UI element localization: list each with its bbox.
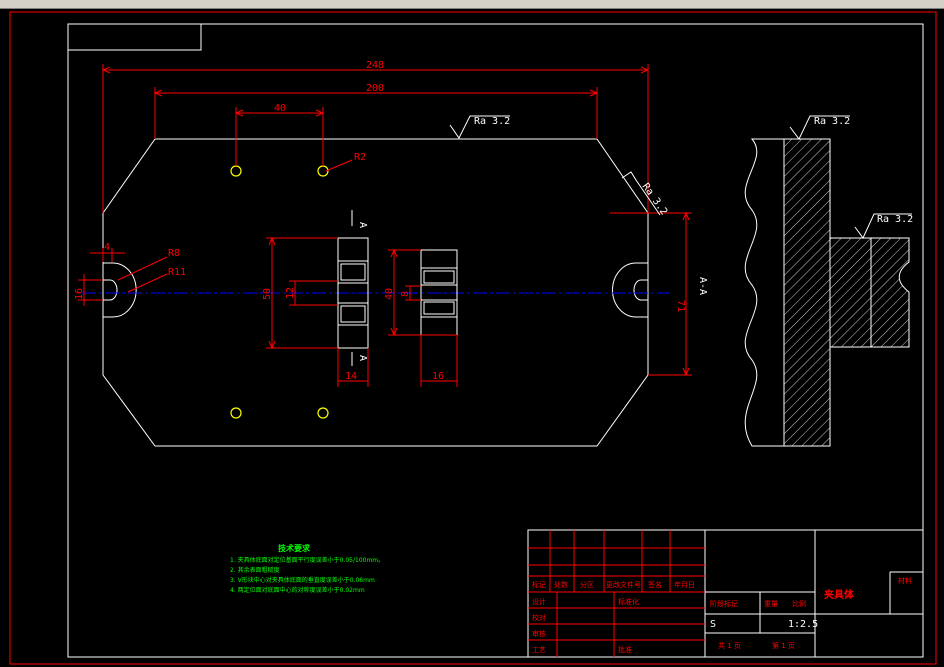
tech-note-line: 2. 其余表面粗糙度: [230, 567, 280, 574]
tb-role-2: 审核: [532, 629, 546, 638]
tb-header-1: 处数: [554, 580, 568, 589]
holes: [230, 165, 329, 419]
tb-stage-mark: S: [710, 619, 716, 630]
dim-16-left: 16: [74, 288, 85, 300]
sheet-border: [9, 11, 937, 665]
tb-role-0: 设计: [532, 597, 546, 606]
dim-8: 8: [400, 291, 411, 297]
roughness-symbols: [449, 115, 912, 239]
dim-50: 50: [262, 288, 273, 300]
roughness-section-top: Ra 3.2: [814, 116, 850, 127]
roughness-right: Ra 3.2: [640, 181, 670, 217]
tb-material-label: 材料: [898, 576, 912, 585]
tech-note-line: 1. 夹具体底面对定位基面平行度误差小于0.05/100mm。: [230, 557, 385, 564]
dim-248: 248: [366, 60, 384, 71]
tb-sheet-no: 第 1 页: [772, 641, 795, 650]
tb-sheet-total: 共 1 页: [718, 641, 741, 650]
dimension-lines: [78, 64, 692, 387]
section-label-bottom: A: [357, 355, 368, 361]
tb-header-3: 更改文件号: [606, 580, 641, 589]
tb-drawing-name: 夹具体: [824, 588, 855, 601]
hole-top-left: [230, 165, 242, 177]
dim-71: 71: [675, 300, 686, 312]
tb-standardize: 标准化: [618, 597, 639, 606]
roughness-top: Ra 3.2: [474, 116, 510, 127]
section-label-top: A: [357, 222, 368, 228]
tech-note-line: 3. V形块中心对夹具体底面的垂直度误差小于0.06mm: [230, 577, 375, 584]
technical-requirements: 技术要求 1. 夹具体底面对定位基面平行度误差小于0.05/100mm。 2. …: [230, 543, 430, 596]
roughness-section-step: Ra 3.2: [877, 214, 913, 225]
right-u-notch: [612, 262, 648, 318]
window-title-strip: [0, 0, 944, 9]
dim-12: 12: [285, 287, 296, 299]
title-block-red-grid: [528, 530, 705, 657]
tb-header-2: 分区: [580, 580, 594, 589]
tb-scale-label: 比例: [792, 599, 806, 608]
tb-weight-label: 重量: [764, 600, 778, 608]
tb-approve: 批准: [618, 645, 632, 654]
left-u-notch: [103, 262, 137, 318]
tb-header-0: 标记: [532, 580, 546, 589]
locating-block-left: [337, 237, 369, 349]
tb-role-3: 工艺: [532, 646, 546, 654]
tech-notes-title: 技术要求: [278, 544, 310, 553]
dim-40-top: 40: [274, 103, 286, 114]
dim-16-bottom: 16: [432, 371, 444, 382]
dim-200: 200: [366, 83, 384, 94]
hole-bottom-left: [230, 407, 242, 419]
tb-header-4: 签名: [648, 580, 662, 589]
dim-r2: R2: [354, 152, 366, 163]
section-view: [744, 138, 910, 447]
locating-block-right: [420, 249, 458, 336]
tb-header-5: 年月日: [674, 580, 695, 589]
drawing-frame: [67, 23, 924, 658]
tech-note-line: 4. 两定位面对底面中心的对称度误差小于0.02mm: [230, 587, 365, 594]
hole-bottom-right: [317, 407, 329, 419]
plate-outline: [102, 138, 649, 447]
dim-r11: R11: [168, 267, 186, 278]
tb-scale-value: 1:2.5: [788, 619, 818, 630]
tb-role-1: 校对: [532, 613, 546, 622]
dim-14: 14: [345, 371, 357, 382]
title-block-grid: [527, 529, 924, 658]
code-box: [67, 23, 202, 51]
section-label-aa: A-A: [697, 277, 708, 295]
tb-stage-label: 阶段标记: [710, 599, 738, 608]
dim-40-mid: 40: [384, 288, 395, 300]
dim-r8: R8: [168, 248, 180, 259]
dim-4: 4: [104, 242, 110, 253]
